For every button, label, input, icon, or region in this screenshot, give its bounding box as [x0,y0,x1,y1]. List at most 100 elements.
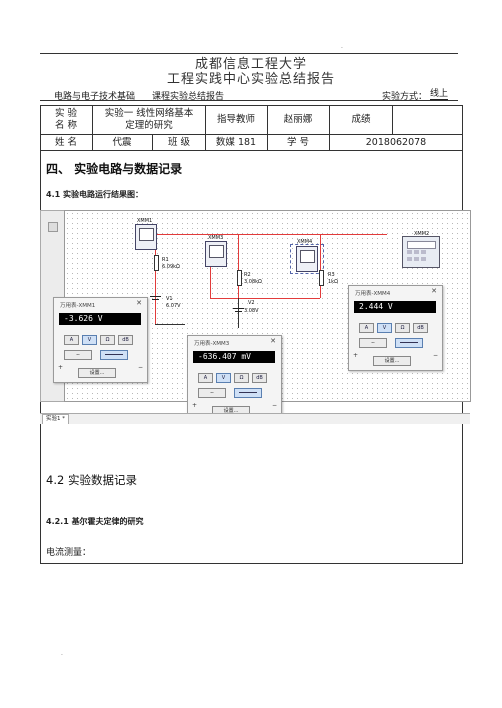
exp-name-label: 实 验 名 称 [54,108,78,131]
left-wire [155,234,156,324]
info-col-5 [392,105,393,134]
multimeter-panel-xmm3[interactable]: 万用表-XMM3 ✕ -636.407 mV A V Ω dB ∼ + − 设置… [187,335,282,421]
meter-xmm1[interactable] [135,224,157,250]
panel-xmm4-display: 2.444 V [354,301,436,313]
resistor-r1[interactable] [154,255,159,271]
panel-xmm3-ac-button[interactable]: ∼ [198,388,226,398]
multimeter-panel-xmm1[interactable]: 万用表-XMM1 ✕ -3.626 V A V Ω dB ∼ + − 设置... [53,297,148,383]
panel-xmm1-close-icon[interactable]: ✕ [136,299,142,307]
panel-xmm1-db-button[interactable]: dB [118,335,133,345]
panel-xmm3-minus-terminal[interactable]: − [271,402,277,409]
info-table [40,105,463,151]
panel-xmm4-settings-button[interactable]: 设置... [373,356,411,366]
panel-xmm4-ac-button[interactable]: ∼ [359,338,387,348]
r2-value: 3.08kΩ [244,279,262,285]
resistor-r2[interactable] [237,270,242,286]
panel-xmm1-ohm-button[interactable]: Ω [100,335,115,345]
battery-v1-plate2 [152,299,159,300]
bottom-dot: · [61,652,63,659]
section-4-2-1-heading: 4.2.1 基尔霍夫定律的研究 [46,517,144,526]
meter-xmm3[interactable] [205,241,227,267]
top-wire [147,234,387,235]
r3-name: R3 [328,272,335,278]
panel-xmm3-plus-terminal[interactable]: + [192,402,198,409]
panel-xmm3-ohm-button[interactable]: Ω [234,373,249,383]
meter-xmm2[interactable] [402,236,440,268]
meter-xmm2-label: XMM2 [414,231,430,237]
ground-wire [155,324,185,325]
exp-name-value: 实验一 线性网络基本 定理的研究 [104,108,194,131]
score-label: 成绩 [351,114,371,125]
panel-xmm3-dc-button[interactable] [234,388,262,398]
student-id-label: 学 号 [286,137,310,148]
r1-value: 6.09kΩ [162,264,180,270]
panel-xmm4-volt-button[interactable]: V [377,323,392,333]
panel-xmm4-db-button[interactable]: dB [413,323,428,333]
canvas-tab-bar [40,413,470,424]
panel-xmm4-ohm-button[interactable]: Ω [395,323,410,333]
student-name-value: 代震 [112,137,132,148]
doc-type: 课程实验总结报告 [152,92,225,102]
meter-xmm4-label: XMM4 [297,239,313,245]
panel-xmm1-display: -3.626 V [59,313,141,325]
v2-name: V2 [248,300,255,306]
info-table-row-divider [40,134,463,135]
meter-xmm3-label: XMM3 [208,235,224,241]
method-value: 线上 [430,89,449,100]
panel-xmm1-amp-button[interactable]: A [64,335,79,345]
class-label: 班 级 [167,137,191,148]
r2-name: R2 [244,272,251,278]
panel-xmm1-title: 万用表-XMM1 [60,303,96,309]
v1-name: V1 [166,296,173,302]
battery-v2-plate2 [235,311,242,312]
multimeter-panel-xmm4[interactable]: 万用表-XMM4 ✕ 2.444 V A V Ω dB ∼ + − 设置... [348,285,443,371]
panel-xmm3-amp-button[interactable]: A [198,373,213,383]
student-name-label: 姓 名 [54,137,78,148]
r2-wire [238,234,239,298]
info-col-6 [152,134,153,151]
section-4-2-heading: 4.2 实验数据记录 [46,473,137,487]
meter-xmm4[interactable] [296,246,318,272]
panel-xmm4-amp-button[interactable]: A [359,323,374,333]
panel-xmm1-plus-terminal[interactable]: + [58,364,64,371]
panel-xmm4-minus-terminal[interactable]: − [432,352,438,359]
panel-xmm3-db-button[interactable]: dB [252,373,267,383]
panel-xmm1-settings-button[interactable]: 设置... [78,368,116,378]
panel-xmm1-volt-button[interactable]: V [82,335,97,345]
method-label: 实验方式： [382,92,428,102]
v2-wire [238,298,239,328]
resistor-r3[interactable] [319,270,324,286]
v1-value: 6.07V [166,303,181,309]
meter-xmm1-label: XMM1 [137,218,153,224]
header-top-rule [40,53,458,54]
class-value: 数媒 181 [215,137,257,148]
info-col-2 [205,105,206,151]
section-4-1-heading: 4.1 实验电路运行结果图： [46,190,143,199]
panel-xmm1-ac-button[interactable]: ∼ [64,350,92,360]
panel-xmm4-dc-button[interactable] [395,338,423,348]
battery-v2-plate1 [233,308,244,309]
header-bottom-rule [40,100,458,101]
bottom-mid-wire [210,298,320,299]
panel-xmm1-dc-button[interactable] [100,350,128,360]
panel-xmm3-title: 万用表-XMM3 [194,341,230,347]
battery-v1-plate1 [150,296,161,297]
meter-xmm4-selection [290,244,324,274]
mid-wire-left [210,260,211,298]
panel-xmm1-minus-terminal[interactable]: − [137,364,143,371]
section-4-heading: 四、 实验电路与数据记录 [46,162,183,176]
panel-xmm3-volt-button[interactable]: V [216,373,231,383]
r3-wire [320,234,321,298]
tab-experiment-1[interactable]: 实验1 * [42,414,69,424]
top-dot: · [341,45,343,52]
info-col-1 [92,105,93,151]
toolbox-icon[interactable] [48,222,58,232]
v2-value: 3.08V [244,308,259,314]
panel-xmm4-close-icon[interactable]: ✕ [431,287,437,295]
r3-value: 1kΩ [328,279,338,285]
teacher-value: 赵丽娜 [283,114,313,125]
university-title: 成都信息工程大学 [194,57,307,72]
info-col-4 [329,105,330,151]
panel-xmm3-close-icon[interactable]: ✕ [270,337,276,345]
panel-xmm4-plus-terminal[interactable]: + [353,352,359,359]
